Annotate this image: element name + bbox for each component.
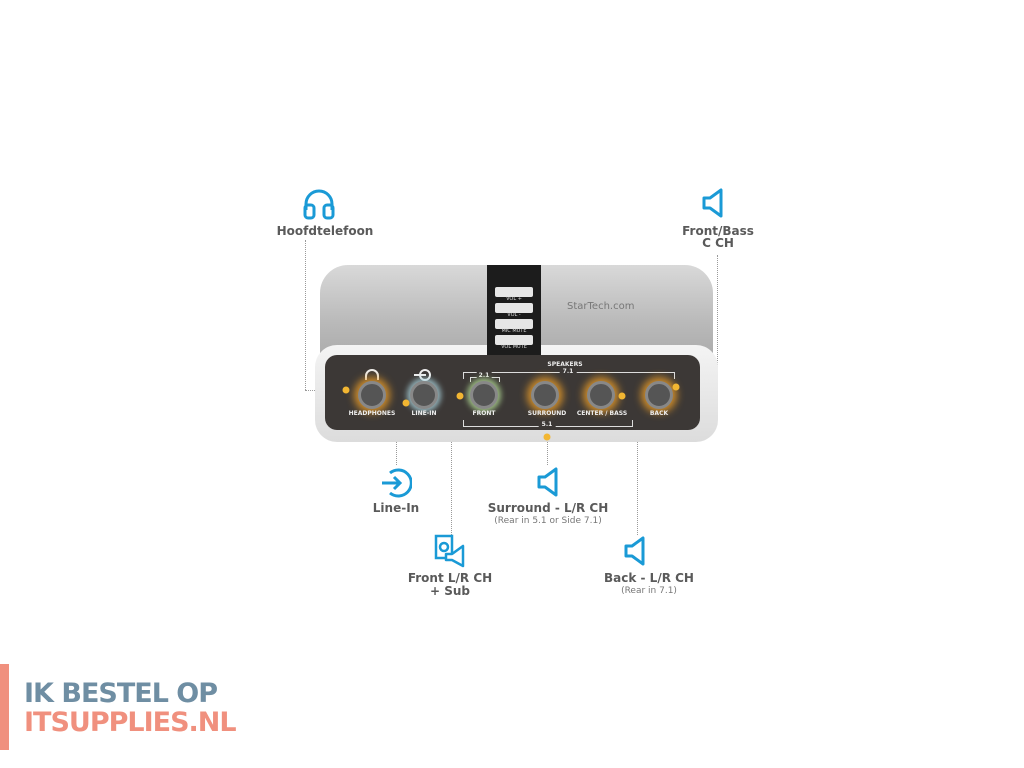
front-bass-label-2: C CH [702,236,734,250]
group-51-label: 5.1 [538,421,556,428]
jack-label: SURROUND [527,410,567,417]
jack-label: FRONT [472,410,496,417]
callout-dot [456,392,464,400]
callout-dot [402,399,410,407]
speakers-label: SPEAKERS [547,361,583,368]
jack-label: BACK [649,410,669,417]
headphones-jack [358,381,386,409]
back-sublabel: (Rear in 7.1) [621,586,677,596]
leader-line [547,440,548,465]
sound-card-device: VOL + VOL - MIC MUTE VOL MUTE StarTech.c… [315,265,718,442]
jack-label: HEADPHONES [348,410,396,417]
back-label: Back - L/R CH [604,571,694,585]
callout-dot [543,433,551,441]
logo-line-2: ITSUPPLIES.NL [24,707,237,738]
line-in-jack [410,381,438,409]
callout-dot [618,392,626,400]
back-jack [645,381,673,409]
surround-jack [531,381,559,409]
front-bass-label-1: Front/Bass [682,224,754,238]
jack-label: CENTER / BASS [576,410,628,417]
surround-label: Surround - L/R CH [487,501,609,515]
front-label-2: + Sub [429,584,471,598]
center-bass-jack [587,381,615,409]
leader-line [717,255,718,387]
front-panel [325,355,700,430]
vol-up-button: VOL + [495,287,533,302]
line-in-icon [414,369,431,381]
speaker-icon [624,536,645,566]
leader-line [637,410,638,535]
vol-mute-button: VOL MUTE [495,335,533,350]
group-21-label: 2.1 [476,372,492,379]
callout-dot [342,386,350,394]
control-strip: VOL + VOL - MIC MUTE VOL MUTE [487,265,541,355]
front-label-1: Front L/R CH [407,571,493,585]
speaker-icon [702,188,723,218]
line-in-label: Line-In [372,501,420,515]
vol-down-button: VOL - [495,303,533,318]
group-71-label: 7.1 [559,368,577,375]
leader-line [305,240,306,390]
line-in-icon [382,468,412,498]
jack-label: LINE-IN [411,410,437,417]
headphones-icon [365,369,379,380]
logo-bar [0,664,9,750]
surround-sublabel: (Rear in 5.1 or Side 7.1) [494,516,602,526]
headphones-label: Hoofdtelefoon [276,224,374,238]
brand-logo: StarTech.com [567,301,635,312]
front-jack [470,381,498,409]
leader-line [451,405,452,535]
headphones-icon [303,189,335,220]
front-sub-icon [434,534,465,568]
logo-line-1: IK BESTEL OP [24,678,218,709]
callout-dot [672,383,680,391]
speaker-icon [537,467,558,497]
mic-mute-button: MIC MUTE [495,319,533,334]
